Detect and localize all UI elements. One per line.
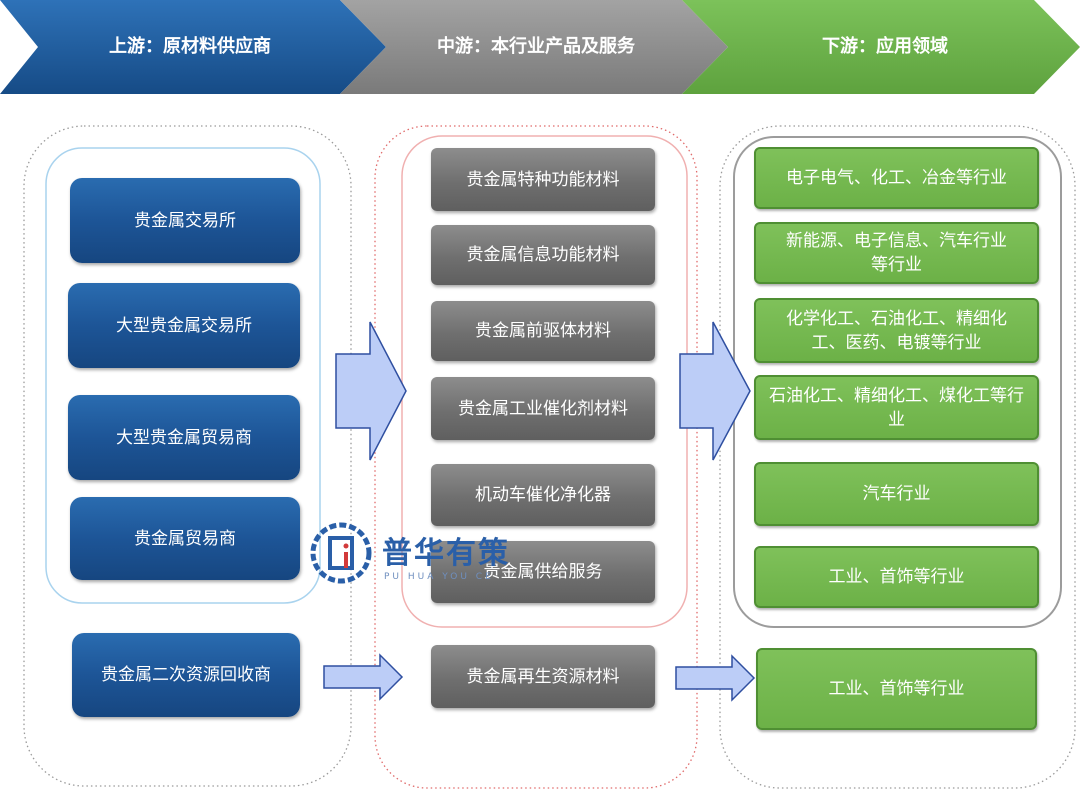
small-arrow-recycler-to-recycled [323, 653, 404, 701]
downstream-recycled: 工业、首饰等行业 [756, 648, 1037, 730]
midstream-outer-frame [374, 125, 698, 789]
downstream-item: 电子电气、化工、冶金等行业 [754, 147, 1039, 209]
downstream-item: 新能源、电子信息、汽车行业等行业 [754, 222, 1039, 284]
downstream-item: 化学化工、石油化工、精细化工、医药、电镀等行业 [754, 298, 1039, 363]
midstream-item: 机动车催化净化器 [431, 464, 655, 526]
upstream-item: 大型贵金属交易所 [68, 283, 300, 368]
upstream-outer-frame [23, 125, 352, 787]
downstream-item: 工业、首饰等行业 [754, 546, 1039, 608]
midstream-item: 贵金属特种功能材料 [431, 148, 655, 211]
watermark-subtitle: PU HUA YOU CE [384, 572, 494, 582]
midstream-chevron [340, 0, 728, 94]
upstream-item: 贵金属贸易商 [70, 497, 300, 580]
downstream-outer-frame [719, 125, 1076, 789]
upstream-chevron [0, 0, 386, 94]
midstream-item: 贵金属前驱体材料 [431, 301, 655, 361]
midstream-recycled: 贵金属再生资源材料 [431, 645, 655, 708]
watermark-name: 普华有策 [382, 536, 510, 571]
upstream-item: 大型贵金属贸易商 [68, 395, 300, 480]
midstream-item: 贵金属信息功能材料 [431, 225, 655, 285]
midstream-header: 中游：本行业产品及服务 [437, 36, 635, 57]
downstream-chevron [682, 0, 1080, 94]
upstream-recycler: 贵金属二次资源回收商 [72, 633, 300, 717]
header-chevrons [0, 0, 1080, 94]
big-arrow-midstream-to-downstream [679, 321, 751, 461]
upstream-inner-frame [45, 147, 321, 604]
downstream-item: 石油化工、精细化工、煤化工等行业 [754, 375, 1039, 440]
midstream-item: 贵金属工业催化剂材料 [431, 377, 655, 440]
small-arrow-recycled-to-industry [675, 654, 756, 702]
downstream-header: 下游：应用领域 [822, 36, 948, 57]
upstream-header: 上游：原材料供应商 [109, 36, 271, 57]
upstream-item: 贵金属交易所 [70, 178, 300, 263]
watermark-logo-icon [310, 522, 372, 584]
big-arrow-upstream-to-midstream [335, 321, 407, 461]
midstream-item: 贵金属供给服务 [431, 541, 655, 603]
downstream-item: 汽车行业 [754, 462, 1039, 526]
